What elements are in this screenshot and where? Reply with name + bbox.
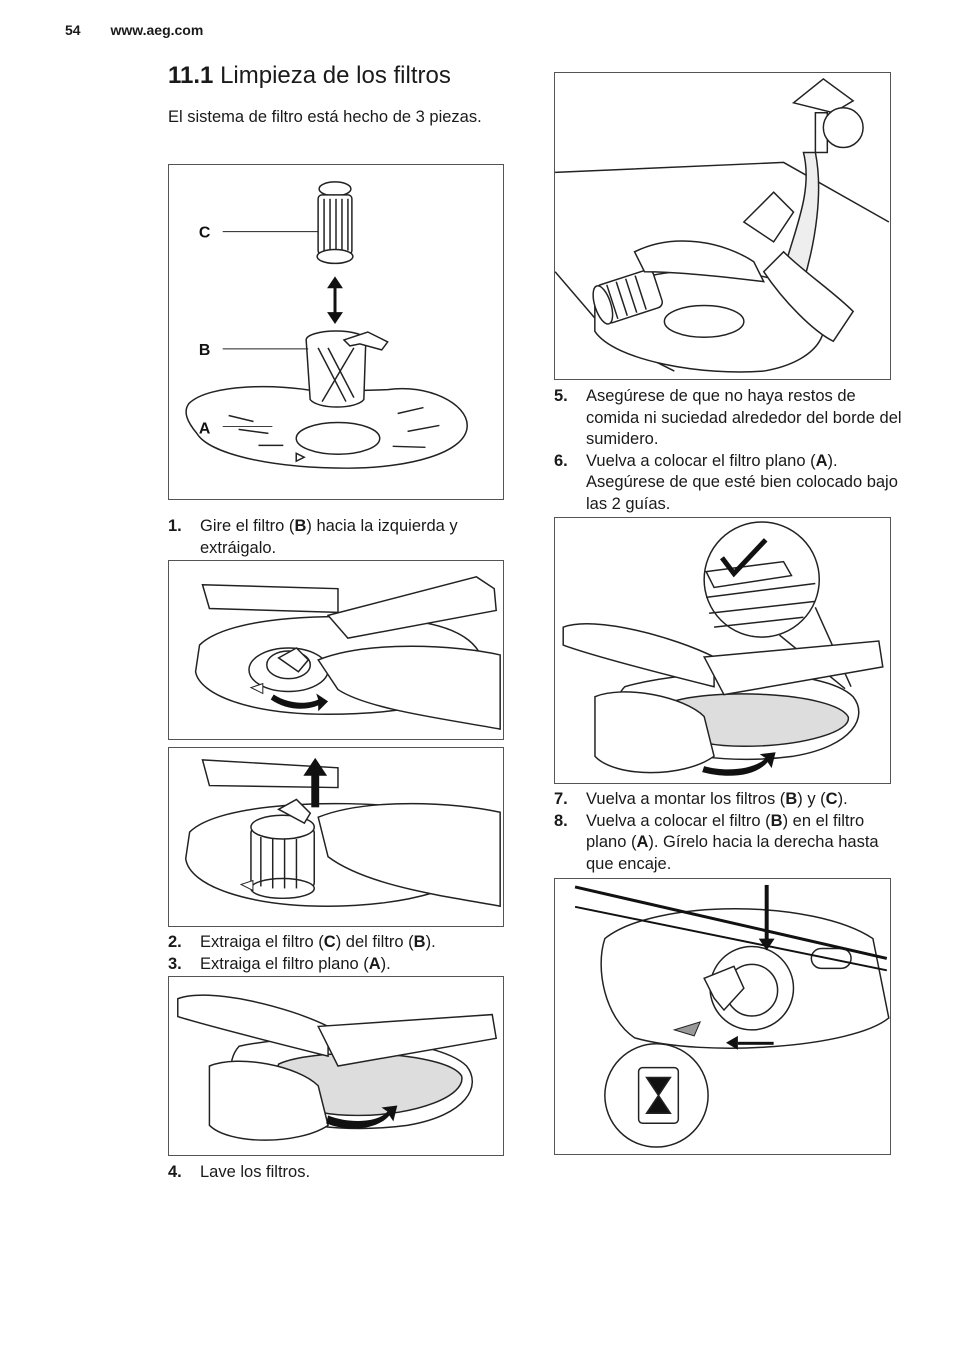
up-arrow-icon [303, 757, 328, 808]
step-4: 4.Lave los filtros. [168, 1163, 311, 1181]
rotate-filter-figure [168, 560, 504, 740]
left-arrow-icon [725, 1035, 774, 1050]
steps-list-1: 1.Gire el filtro (B) hacia la izquierda … [168, 516, 508, 559]
steps-list-2: 2.Extraiga el filtro (C) del filtro (B).… [168, 932, 508, 975]
rotate-arrow-icon [326, 1105, 398, 1129]
section-title-text: Limpieza de los filtros [220, 62, 451, 89]
label-c: C [199, 225, 211, 242]
section-number: 11.1 [168, 62, 214, 89]
rotate-arrow-icon [270, 693, 329, 712]
step-2: 2.Extraiga el filtro (C) del filtro (B). [168, 933, 436, 951]
step-8: 8.Vuelva a colocar el filtro (B) en el f… [554, 811, 879, 873]
checkmark-icon [720, 538, 768, 578]
page-number: 54 [65, 22, 81, 38]
reinstall-filter-figure [554, 878, 891, 1155]
step-1: 1.Gire el filtro (B) hacia la izquierda … [168, 517, 458, 557]
place-flat-filter-figure [554, 517, 891, 784]
extract-filter-c-figure [168, 747, 504, 927]
label-b: B [199, 342, 210, 359]
down-arrow-icon [758, 884, 775, 951]
step-5: 5.Asegúrese de que no haya restos de com… [554, 387, 902, 448]
step-7: 7.Vuelva a montar los filtros (B) y (C). [554, 790, 848, 808]
section-title: 11.1 Limpieza de los filtros [168, 62, 451, 90]
extract-flat-filter-figure [168, 976, 504, 1156]
wash-filters-figure [554, 72, 891, 380]
steps-list-5: 7.Vuelva a montar los filtros (B) y (C).… [554, 789, 904, 875]
steps-list-3: 4.Lave los filtros. [168, 1162, 508, 1184]
step-6: 6.Vuelva a colocar el filtro plano (A). … [554, 451, 898, 513]
filter-a-illustration [185, 385, 468, 469]
page-header: 54 www.aeg.com [65, 22, 203, 38]
website-url: www.aeg.com [110, 22, 204, 38]
steps-list-4: 5.Asegúrese de que no haya restos de com… [554, 386, 904, 515]
filter-b-illustration [305, 330, 389, 408]
label-a: A [199, 420, 211, 437]
step-3: 3.Extraiga el filtro plano (A). [168, 954, 391, 973]
double-arrow-icon [327, 276, 343, 325]
filter-parts-figure: C B A [168, 164, 504, 500]
rotate-arrow-icon [702, 752, 776, 776]
filter-c-illustration [316, 181, 354, 265]
intro-text: El sistema de filtro está hecho de 3 pie… [168, 108, 482, 126]
